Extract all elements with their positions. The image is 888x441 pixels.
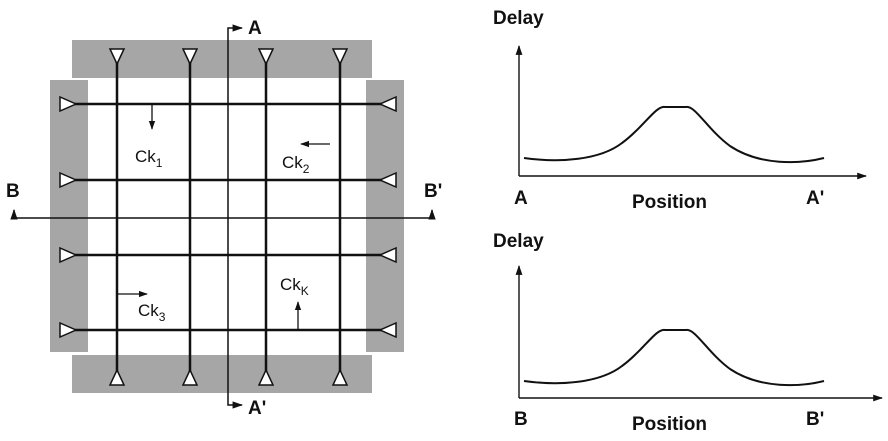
right-buffer-bar (366, 80, 404, 352)
buffer-triangle-icon (181, 48, 199, 66)
buffer-triangle-icon (257, 368, 275, 386)
bottom-buffers (108, 368, 349, 386)
ck2-label: Ck2 (282, 153, 310, 176)
top-buffers (108, 48, 349, 66)
section-b-left-label: B (6, 181, 20, 202)
buffer-triangle-icon (378, 246, 397, 264)
buffer-triangle-icon (108, 368, 126, 386)
plot-a: Delay A Position A' (493, 8, 867, 213)
plot-b-x-start-label: B (514, 409, 528, 430)
plot-a-delay-curve (523, 105, 825, 164)
plot-b-x-end-label: B' (806, 409, 824, 430)
buffer-triangle-icon (331, 48, 349, 66)
buffer-triangle-icon (378, 321, 397, 339)
buffer-triangle-icon (59, 246, 78, 264)
plot-a-ylabel: Delay (493, 8, 544, 29)
buffer-triangle-icon (378, 171, 397, 189)
plot-b: Delay B Position B' (493, 231, 883, 435)
plot-a-x-end-label: A' (806, 188, 824, 209)
bottom-buffer-bar (72, 355, 372, 393)
clock-arrows (117, 104, 330, 330)
ck1-label: Ck1 (135, 147, 163, 170)
buffer-triangle-icon (378, 95, 397, 113)
buffer-triangle-icon (108, 48, 126, 66)
buffer-triangle-icon (59, 95, 78, 113)
buffer-triangle-icon (59, 171, 78, 189)
section-line-b (10, 208, 436, 220)
buffer-triangle-icon (331, 368, 349, 386)
plot-b-xlabel: Position (632, 414, 707, 435)
section-line-a (227, 24, 244, 409)
ck3-label: Ck3 (138, 301, 166, 324)
buffer-triangle-icon (181, 368, 199, 386)
buffer-triangle-icon (257, 48, 275, 66)
top-buffer-bar (72, 40, 372, 78)
buffer-triangle-icon (59, 321, 78, 339)
ckk-label: CkK (280, 275, 309, 298)
section-a-top-label: A (248, 18, 262, 39)
right-buffers (378, 95, 397, 339)
left-buffer-bar (50, 80, 88, 352)
plot-b-delay-curve (523, 328, 825, 387)
section-a-bottom-label: A' (248, 398, 266, 419)
plot-b-ylabel: Delay (493, 231, 544, 252)
section-b-right-label: B' (424, 181, 442, 202)
plot-a-x-start-label: A (514, 188, 528, 209)
left-buffers (59, 95, 78, 339)
plot-a-xlabel: Position (632, 192, 707, 213)
